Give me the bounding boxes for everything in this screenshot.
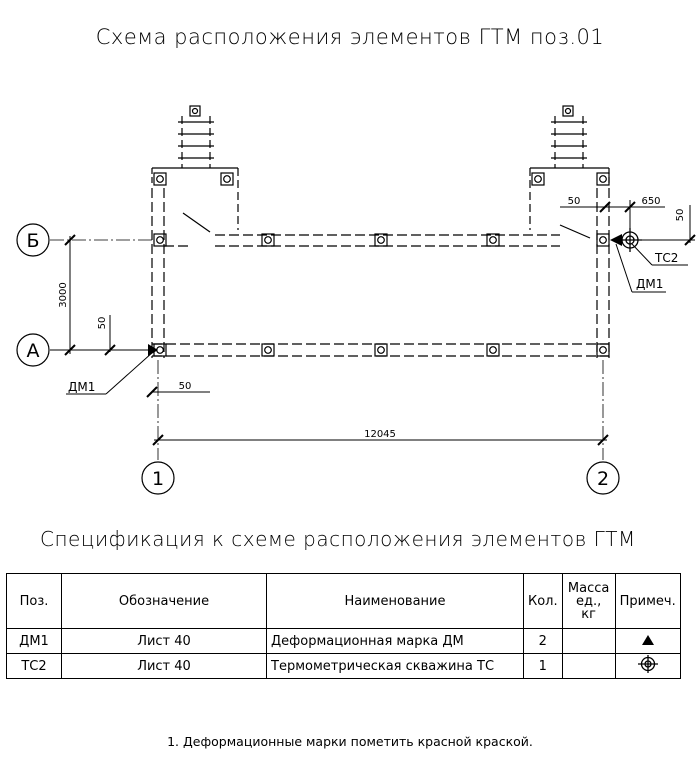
cell-pos: ДМ1: [6, 628, 62, 654]
axis-bubble-1: 1: [141, 461, 175, 495]
leader-tc2-right: [631, 243, 688, 266]
pile-icon: [486, 233, 500, 247]
pile-icon: [220, 172, 234, 186]
table-row: ДМ1 Лист 40 Деформационная марка ДМ 2: [6, 628, 681, 654]
axis-bubble-2: 2: [586, 461, 620, 495]
dimension-50-bottom-label: 50: [179, 381, 192, 392]
pile-icon: [596, 233, 610, 247]
pile-icon: [153, 172, 167, 186]
cell-name: Термометрическая скважина ТС: [266, 653, 524, 679]
left-porch: [151, 105, 239, 233]
svg-text:2: 2: [597, 468, 609, 490]
dimension-50-right-vertical-label: 50: [675, 209, 686, 222]
dm1-right-marker: [610, 234, 622, 246]
left-beam: [151, 188, 165, 358]
header-note: Примеч.: [614, 573, 681, 629]
header-pos: Поз.: [6, 573, 62, 629]
dimension-50-bottom: [146, 386, 210, 398]
header-name: Наименование: [266, 573, 524, 629]
axis-bubble-b: Б: [16, 223, 50, 257]
header-designation: Обозначение: [61, 573, 267, 629]
pile-icon: [374, 233, 388, 247]
pile-icon: [596, 343, 610, 357]
cell-note: [614, 628, 681, 654]
pile-icon: [374, 343, 388, 357]
cell-mass: [561, 653, 616, 679]
row-b-beam: [164, 234, 560, 247]
dimension-50-right-top-label: 50: [568, 196, 581, 207]
dimension-50-a: [50, 315, 150, 356]
cell-name: Деформационная марка ДМ: [266, 628, 524, 654]
cell-note: [614, 653, 681, 679]
footnote: 1. Деформационные марки пометить красной…: [167, 734, 533, 749]
dimension-12045: [152, 434, 609, 446]
dimension-3000-label: 3000: [58, 282, 69, 307]
cell-mass: [561, 628, 616, 654]
cell-designation: Лист 40: [61, 628, 267, 654]
svg-text:1: 1: [152, 468, 164, 490]
drawing-title: Схема расположения элементов ГТМ поз.01: [95, 25, 605, 49]
header-qty: Кол.: [523, 573, 563, 629]
cell-qty: 1: [523, 653, 563, 679]
triangle-icon: [641, 634, 654, 645]
leader-dm1-left: [66, 344, 158, 395]
right-beam: [596, 188, 610, 358]
thermowell-icon: [618, 228, 642, 252]
pile-icon: [261, 233, 275, 247]
cell-qty: 2: [523, 628, 563, 654]
header-mass: Масса ед., кг: [561, 573, 616, 629]
leader-dm1-left-label: ДМ1: [68, 380, 95, 394]
dimension-12045-label: 12045: [364, 429, 396, 440]
table-row: ТС2 Лист 40 Термометрическая скважина ТС…: [6, 653, 681, 679]
right-porch: [529, 105, 610, 239]
axis-bubble-a: А: [16, 333, 50, 367]
leader-dm1-right: [615, 243, 666, 293]
pile-icon: [486, 343, 500, 357]
leader-tc2-right-label: ТС2: [654, 251, 678, 265]
svg-text:А: А: [27, 340, 40, 362]
specification-title: Спецификация к схеме расположения элемен…: [40, 527, 636, 551]
table-header-row: Поз. Обозначение Наименование Кол. Масса…: [6, 573, 681, 629]
pile-icon: [596, 172, 610, 186]
pile-icon: [531, 172, 545, 186]
pile-markers: [153, 172, 610, 357]
dimension-50-a-label: 50: [97, 317, 108, 330]
thermowell-icon: [637, 655, 658, 673]
svg-text:Б: Б: [26, 230, 39, 252]
dimension-650-label: 650: [641, 196, 660, 207]
specification-table: Поз. Обозначение Наименование Кол. Масса…: [6, 573, 681, 679]
leader-dm1-right-label: ДМ1: [636, 277, 663, 291]
row-a-beam: [152, 343, 609, 357]
cell-pos: ТС2: [6, 653, 62, 679]
pile-icon: [261, 343, 275, 357]
cell-designation: Лист 40: [61, 653, 267, 679]
layout-plan: Б А 1 2 3000 50 ДМ1 50: [16, 105, 696, 495]
